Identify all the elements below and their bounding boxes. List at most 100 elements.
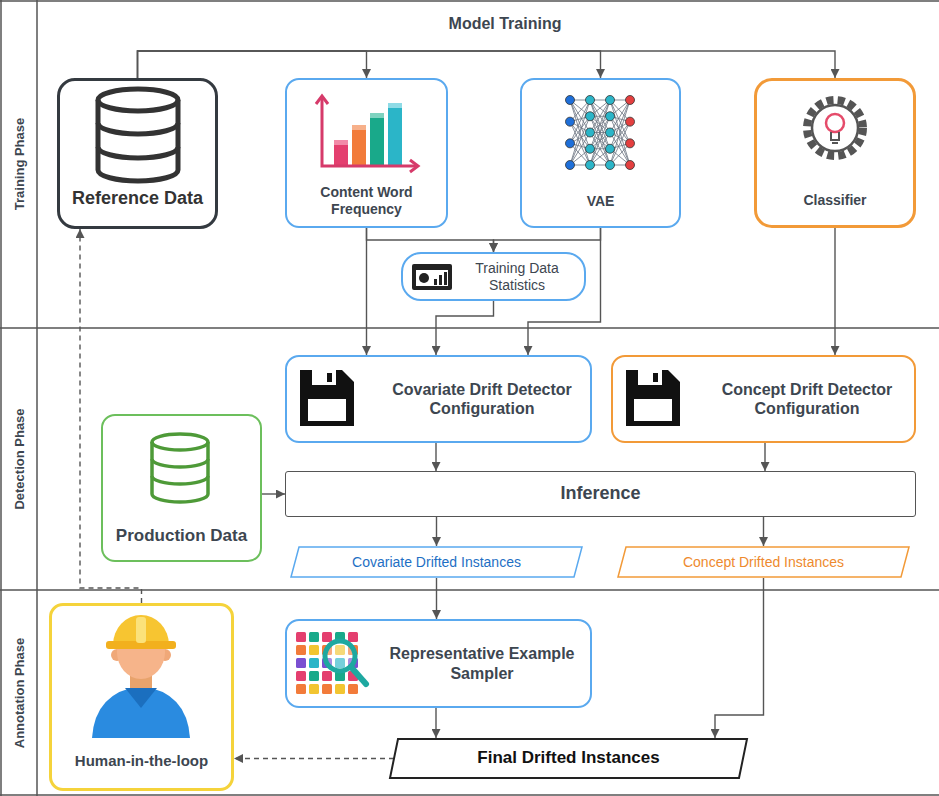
phase-band: Detection Phase Covariate Drift Detector …	[0, 328, 939, 590]
bar-chart-icon	[370, 113, 384, 118]
flow-arrow	[494, 228, 601, 252]
data-parallelogram: Concept Drifted Instances	[617, 546, 910, 578]
flow-arrow	[435, 443, 436, 471]
floppy-disk-icon	[327, 373, 332, 382]
flow-arrow	[834, 228, 835, 355]
node-label: Reference Data	[72, 188, 203, 210]
parallelogram-outline	[618, 547, 909, 577]
section-heading: Model Training	[380, 15, 630, 33]
worker-illustration	[92, 686, 190, 738]
worker-illustration	[136, 617, 146, 643]
bar-chart-icon	[352, 125, 366, 165]
neural-network-icon	[606, 112, 615, 121]
statistics-icon	[439, 275, 442, 285]
process-box: Reference Data	[57, 78, 218, 229]
sampler-icon	[296, 684, 306, 694]
parallelogram-outline	[390, 739, 747, 778]
process-box: Representative Example Sampler	[285, 619, 592, 708]
neural-network-icon	[566, 96, 635, 170]
floppy-disk-icon	[653, 373, 658, 382]
neural-network-icon	[606, 128, 615, 137]
sampler-icon	[309, 645, 319, 655]
phase-label: Detection Phase	[12, 408, 27, 509]
data-parallelogram: Final Drifted Instances	[389, 738, 748, 779]
phase-band: Annotation Phase Human-in-the-loop Represe…	[0, 590, 939, 796]
gear-bulb-icon	[826, 114, 844, 132]
worker-illustration	[125, 688, 157, 708]
phase-band: Training PhaseReference Data Content Word…	[0, 0, 939, 328]
process-box: Human-in-the-loop	[49, 603, 234, 791]
neural-network-icon	[566, 117, 575, 126]
flow-arrow	[262, 493, 285, 494]
floppy-disk-icon	[638, 370, 662, 385]
node-label: VAE	[587, 193, 615, 210]
node-label: Covariate Drifted Instances	[352, 554, 521, 571]
neural-network-icon	[626, 161, 635, 170]
bar-chart-icon	[388, 103, 402, 165]
phase-grid	[0, 0, 2, 796]
neural-network-icon	[606, 96, 615, 105]
bar-chart-icon	[322, 98, 416, 166]
sampler-icon	[309, 632, 319, 642]
flow-arrow	[138, 51, 601, 78]
gear-bulb-icon	[831, 132, 839, 140]
sampler-icon	[309, 671, 319, 681]
floppy-disk-icon	[634, 399, 672, 421]
statistics-icon	[444, 272, 447, 285]
sampler-icon	[348, 684, 358, 694]
flow-arrow	[138, 51, 836, 78]
database-icon	[98, 147, 178, 158]
neural-network-icon	[606, 161, 615, 170]
floppy-disk-icon	[308, 399, 346, 421]
phase-label: Annotation Phase	[12, 638, 27, 749]
neural-network-icon	[626, 117, 635, 126]
node-label: Training Data Statistics	[458, 260, 576, 294]
flow-arrow	[366, 228, 367, 355]
worker-illustration	[113, 615, 169, 645]
phase-grid	[0, 0, 939, 2]
gear-bulb-icon	[832, 142, 838, 144]
sampler-icon	[348, 632, 358, 642]
node-label: Representative Example Sampler	[382, 644, 582, 682]
neural-network-icon	[566, 96, 575, 105]
flow-arrow	[436, 578, 437, 619]
process-box: Covariate Drift Detector Configuration	[285, 355, 592, 443]
flow-arrow	[763, 517, 764, 546]
database-icon	[152, 476, 208, 484]
database-icon	[152, 442, 208, 502]
node-label: Final Drifted Instances	[477, 748, 659, 768]
phase-label: Training Phase	[12, 118, 27, 210]
gear-bulb-icon	[807, 100, 863, 156]
feedback-arrow	[234, 758, 394, 759]
statistics-icon	[434, 279, 437, 285]
neural-network-icon	[586, 144, 595, 153]
node-label: Concept Drifted Instances	[683, 554, 844, 571]
parallelogram-outline	[291, 547, 582, 577]
database-icon	[98, 123, 178, 134]
data-parallelogram: Covariate Drifted Instances	[290, 546, 583, 578]
process-box: Inference	[285, 471, 916, 517]
phase-grid	[0, 327, 939, 329]
node-label: Concept Drift Detector Configuration	[708, 380, 906, 418]
sampler-icon	[322, 684, 332, 694]
gear-bulb-icon	[812, 105, 858, 151]
statistics-icon	[416, 270, 448, 286]
process-box: Concept Drift Detector Configuration	[611, 355, 916, 443]
node-label: Inference	[560, 483, 640, 505]
gear-bulb-icon	[807, 100, 863, 156]
neural-network-icon	[606, 144, 615, 153]
neural-network-icon	[626, 96, 635, 105]
bar-chart-icon	[316, 96, 418, 172]
node-label: Classifier	[803, 192, 866, 209]
process-box: Classifier	[754, 78, 916, 228]
process-box: Content Word Frequency	[285, 78, 448, 228]
neural-network-icon	[626, 139, 635, 148]
node-label: Production Data	[116, 526, 247, 546]
phase-grid	[0, 794, 939, 796]
node-label: Covariate Drift Detector Configuration	[382, 380, 582, 418]
worker-illustration	[92, 615, 190, 738]
neural-network-icon	[590, 116, 610, 165]
bar-chart-icon	[388, 103, 402, 108]
statistics-icon	[419, 273, 429, 283]
